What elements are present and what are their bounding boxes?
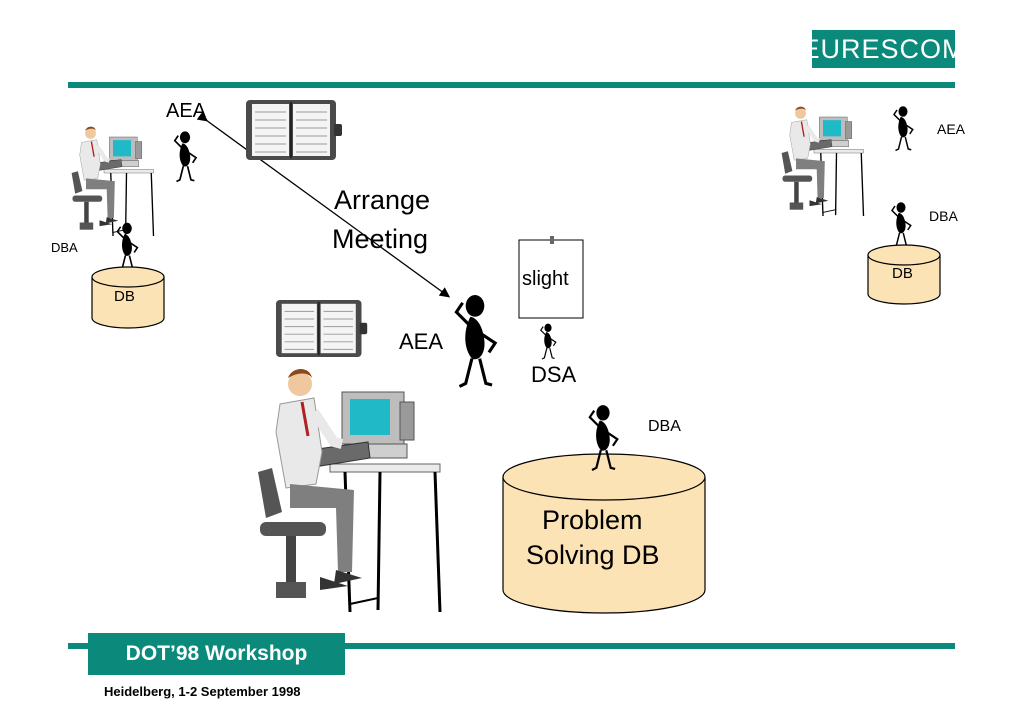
slight-sign [518, 236, 584, 319]
footer-rule-right [345, 643, 955, 649]
problem-db-label-line1: Problem [542, 505, 643, 535]
center-aea-agent-icon [454, 293, 497, 389]
left-dba-label: DBA [51, 240, 78, 255]
left-db-cylinder [91, 266, 165, 329]
left-db-label: DB [114, 288, 135, 305]
right-db-label: DB [892, 265, 913, 282]
problem-solving-db-cylinder [502, 453, 706, 614]
center-workstation [258, 369, 440, 612]
left-aea-agent-icon [173, 130, 197, 183]
right-aea-agent-icon [893, 105, 914, 152]
problem-db-label-line2: Solving DB [526, 540, 660, 570]
slight-sign-text: slight [522, 268, 569, 290]
right-dba-agent-icon [891, 201, 912, 248]
meeting-label: Meeting [332, 224, 429, 254]
left-workstation [72, 127, 154, 236]
center-dba-label: DBA [648, 418, 681, 435]
dsa-agent-icon [540, 323, 557, 360]
left-aea-label: AEA [166, 100, 207, 122]
organizer-center-icon [275, 299, 369, 358]
workshop-banner: DOT’98 Workshop [88, 633, 345, 675]
arrange-label: Arrange [334, 185, 431, 215]
left-dba-agent-icon [116, 222, 139, 271]
center-aea-label: AEA [399, 329, 444, 354]
organizer-top-icon [245, 99, 343, 161]
right-aea-label: AEA [937, 121, 966, 137]
footer-rule-left [68, 643, 88, 649]
header-rule [68, 82, 955, 88]
venue-date: Heidelberg, 1-2 September 1998 [104, 684, 301, 699]
right-workstation [782, 107, 864, 216]
right-dba-label: DBA [929, 208, 958, 224]
eurescom-logo: EURESCOM [802, 30, 965, 68]
right-db-cylinder [867, 244, 941, 305]
dsa-label: DSA [531, 362, 577, 387]
